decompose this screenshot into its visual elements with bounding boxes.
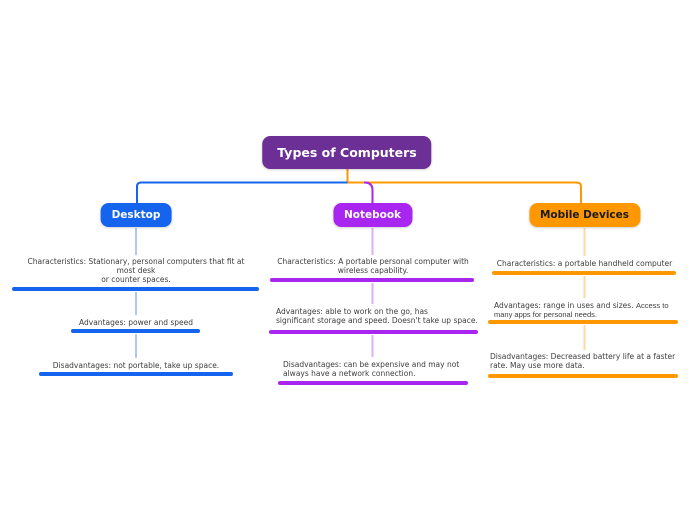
- topic-mobile-disadvantages[interactable]: Disadvantages: Decreased battery life at…: [490, 352, 676, 370]
- connector-mobile: [347, 181, 582, 203]
- topic-underline-mobile-advantages: [488, 320, 678, 324]
- topic-notebook-advantages[interactable]: Advantages: able to work on the go, has …: [276, 307, 478, 325]
- branch-node-mobile[interactable]: Mobile Devices: [528, 203, 641, 227]
- topic-underline-notebook-characteristics: [270, 278, 474, 282]
- topic-underline-desktop-characteristics: [12, 287, 259, 291]
- topic-underline-desktop-advantages: [71, 329, 200, 333]
- topic-notebook-characteristics[interactable]: Characteristics: A portable personal com…: [277, 257, 469, 275]
- topic-underline-mobile-characteristics: [492, 271, 676, 275]
- topic-mobile-characteristics[interactable]: Characteristics: a portable handheld com…: [496, 259, 673, 268]
- topic-underline-desktop-disadvantages: [39, 372, 233, 376]
- topic-underline-mobile-disadvantages: [488, 374, 678, 378]
- topic-underline-notebook-advantages: [269, 330, 478, 334]
- topic-desktop-disadvantages[interactable]: Disadvantages: not portable, take up spa…: [52, 361, 220, 370]
- topic-mobile-advantages[interactable]: Advantages: range in uses and sizes. Acc…: [494, 301, 689, 319]
- topic-desktop-characteristics[interactable]: Characteristics: Stationary, personal co…: [27, 257, 245, 284]
- connector-desktop: [136, 181, 348, 203]
- root-node[interactable]: Types of Computers: [262, 136, 432, 169]
- topic-underline-notebook-disadvantages: [278, 381, 468, 385]
- topic-mobile-advantages-text: Advantages: range in uses and sizes.: [494, 301, 636, 310]
- topic-notebook-disadvantages[interactable]: Disadvantages: can be expensive and may …: [283, 360, 460, 378]
- topic-mobile-advantages-text-alt: Access to many apps for personal needs.: [494, 301, 669, 319]
- connector-notebook: [363, 181, 374, 203]
- branch-node-desktop[interactable]: Desktop: [100, 203, 172, 227]
- topic-desktop-advantages[interactable]: Advantages: power and speed: [79, 318, 193, 327]
- branch-node-notebook[interactable]: Notebook: [332, 203, 413, 227]
